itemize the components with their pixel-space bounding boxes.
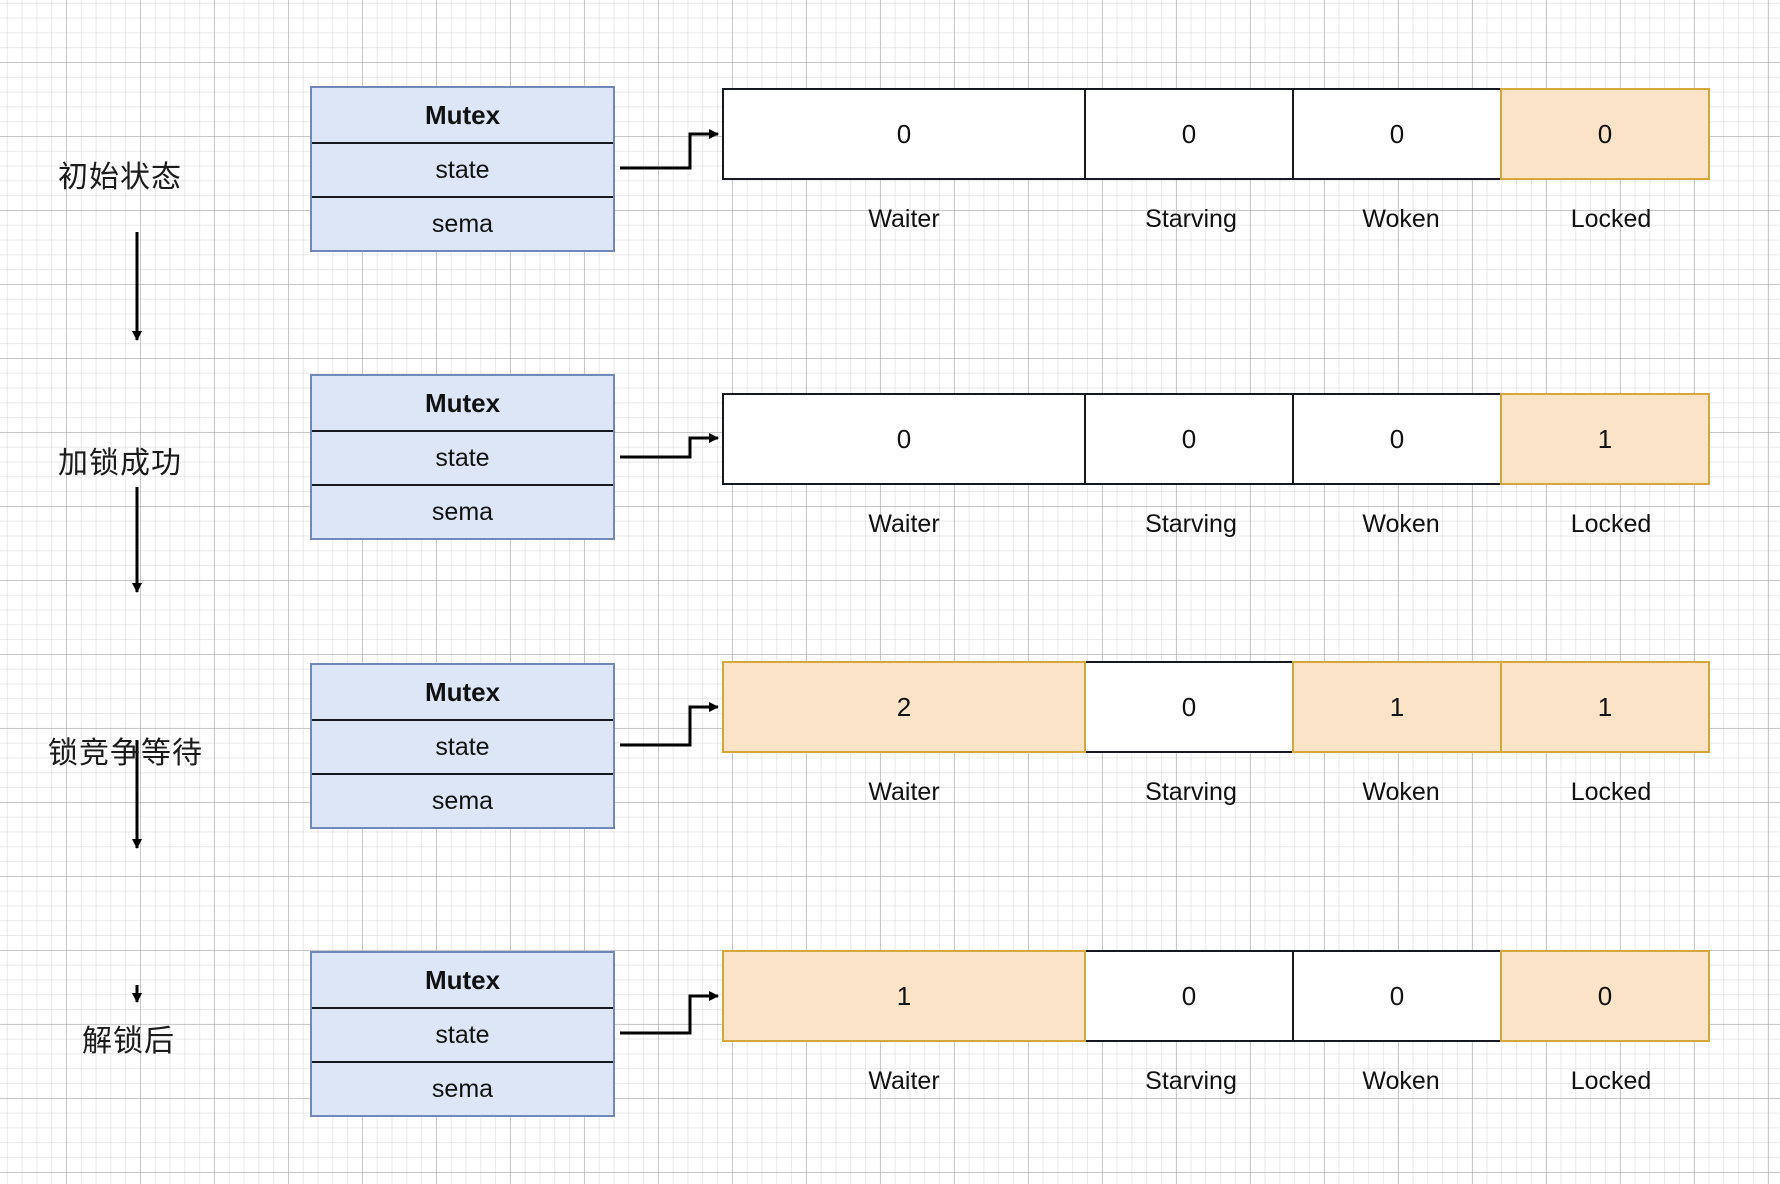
bitlabel-waiter: Waiter — [868, 510, 940, 538]
mutex-struct-0: Mutex state sema — [310, 86, 615, 252]
bitlabel-locked: Locked — [1570, 510, 1652, 538]
bitlabel-woken: Woken — [1362, 1067, 1440, 1095]
stage-label-0: 初始状态 — [58, 161, 182, 194]
bitlabel-starving: Starving — [1145, 205, 1237, 233]
bitcell-locked: 1 — [1500, 393, 1710, 485]
bitlabel-starving: Starving — [1145, 510, 1237, 538]
bitfield-3: 1 0 0 0 — [722, 950, 1710, 1042]
bitcell-woken: 0 — [1292, 950, 1502, 1042]
connector-4 — [620, 991, 719, 1035]
connector-1 — [620, 129, 719, 170]
bitcell-starving: 0 — [1084, 88, 1294, 180]
bitfield-1: 0 0 0 1 — [722, 393, 1710, 485]
bitcaption-0: Waiter Starving Woken Locked — [722, 205, 1716, 245]
mutex-field-sema: sema — [312, 196, 613, 250]
bitcell-woken: 0 — [1292, 88, 1502, 180]
bitcell-starving: 0 — [1084, 393, 1294, 485]
bitlabel-woken: Woken — [1362, 510, 1440, 538]
stage-label-3: 解锁后 — [82, 1025, 175, 1058]
bitcell-woken: 0 — [1292, 393, 1502, 485]
mutex-field-sema: sema — [312, 773, 613, 827]
mutex-struct-2: Mutex state sema — [310, 663, 615, 829]
bitlabel-starving: Starving — [1145, 778, 1237, 806]
bitlabel-locked: Locked — [1570, 1067, 1652, 1095]
bitcell-waiter: 0 — [722, 393, 1086, 485]
mutex-title: Mutex — [424, 964, 501, 995]
mutex-title: Mutex — [424, 676, 501, 707]
bitcell-waiter: 2 — [722, 661, 1086, 753]
stage-label-2: 锁竞争等待 — [48, 737, 203, 770]
bitcell-locked: 1 — [1500, 661, 1710, 753]
mutex-struct-1: Mutex state sema — [310, 374, 615, 540]
bitcell-locked: 0 — [1500, 88, 1710, 180]
bitlabel-starving: Starving — [1145, 1067, 1237, 1095]
mutex-field-state: state — [312, 142, 613, 196]
mutex-title: Mutex — [424, 387, 501, 418]
bitcaption-1: Waiter Starving Woken Locked — [722, 510, 1716, 550]
bitlabel-locked: Locked — [1570, 778, 1652, 806]
bitlabel-woken: Woken — [1362, 778, 1440, 806]
mutex-field-sema: sema — [312, 1061, 613, 1115]
mutex-field-state: state — [312, 430, 613, 484]
bitcaption-3: Waiter Starving Woken Locked — [722, 1067, 1716, 1107]
bitfield-2: 2 0 1 1 — [722, 661, 1710, 753]
bitcell-starving: 0 — [1084, 950, 1294, 1042]
bitlabel-waiter: Waiter — [868, 205, 940, 233]
bitcaption-2: Waiter Starving Woken Locked — [722, 778, 1716, 818]
mutex-title: Mutex — [424, 99, 501, 130]
mutex-struct-3: Mutex state sema — [310, 951, 615, 1117]
bitcell-woken: 1 — [1292, 661, 1502, 753]
bitlabel-locked: Locked — [1570, 205, 1652, 233]
bitcell-starving: 0 — [1084, 661, 1294, 753]
mutex-field-sema: sema — [312, 484, 613, 538]
bitcell-waiter: 0 — [722, 88, 1086, 180]
connector-3 — [620, 702, 719, 747]
bitcell-locked: 0 — [1500, 950, 1710, 1042]
stage-label-1: 加锁成功 — [58, 447, 182, 480]
mutex-field-state: state — [312, 1007, 613, 1061]
bitlabel-waiter: Waiter — [868, 1067, 940, 1095]
bitlabel-woken: Woken — [1362, 205, 1440, 233]
connector-2 — [620, 433, 719, 459]
bitfield-0: 0 0 0 0 — [722, 88, 1710, 180]
bitlabel-waiter: Waiter — [868, 778, 940, 806]
bitcell-waiter: 1 — [722, 950, 1086, 1042]
mutex-field-state: state — [312, 719, 613, 773]
